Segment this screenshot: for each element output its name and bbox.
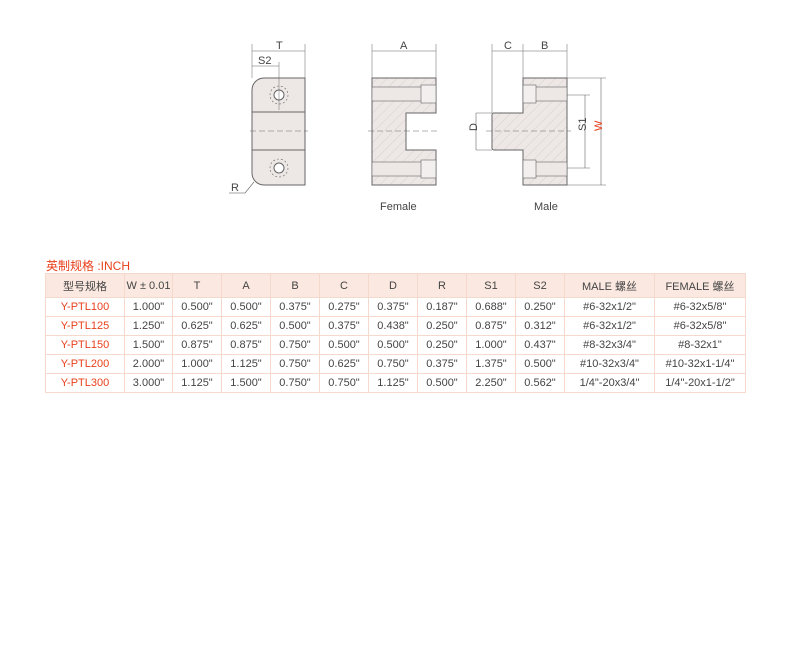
- table-cell: 1.125": [368, 373, 418, 393]
- table-cell: 1/4"-20x3/4": [564, 373, 655, 393]
- table-cell: 0.375": [319, 316, 369, 336]
- caption-male: Male: [534, 201, 558, 213]
- label-s2: S2: [258, 55, 271, 67]
- table-cell: 1.000": [466, 335, 516, 355]
- label-d: D: [468, 123, 480, 131]
- label-a: A: [400, 40, 408, 52]
- column-header: T: [172, 273, 222, 298]
- label-t: T: [276, 40, 283, 52]
- table-cell: 0.688": [466, 297, 516, 317]
- column-header: MALE 螺丝: [564, 273, 655, 298]
- female-view: [368, 44, 440, 186]
- table-cell: 2.250": [466, 373, 516, 393]
- table-cell: #8-32x1": [654, 335, 746, 355]
- table-cell: 1.375": [466, 354, 516, 374]
- column-header: S2: [515, 273, 565, 298]
- table-cell: 1.000": [172, 354, 222, 374]
- table-cell: 0.187": [417, 297, 467, 317]
- table-cell: #6-32x1/2": [564, 316, 655, 336]
- table-cell: 0.437": [515, 335, 565, 355]
- table-cell: 0.625": [221, 316, 271, 336]
- table-cell: #6-32x5/8": [654, 316, 746, 336]
- table-cell: 2.000": [124, 354, 173, 374]
- column-header: W ± 0.01: [124, 273, 173, 298]
- table-cell: 0.438": [368, 316, 418, 336]
- label-w: W: [593, 120, 605, 131]
- column-header: 型号规格: [45, 273, 125, 298]
- column-header: B: [270, 273, 320, 298]
- table-cell: 0.275": [319, 297, 369, 317]
- table-cell: 0.625": [319, 354, 369, 374]
- table-cell: 0.875": [172, 335, 222, 355]
- column-header: C: [319, 273, 369, 298]
- table-cell: #6-32x1/2": [564, 297, 655, 317]
- caption-female: Female: [380, 201, 417, 213]
- table-cell: 0.500": [417, 373, 467, 393]
- model-cell: Y-PTL150: [45, 335, 125, 355]
- table-cell: 0.750": [270, 354, 320, 374]
- male-view: [475, 44, 606, 186]
- table-cell: 0.375": [368, 297, 418, 317]
- column-header: S1: [466, 273, 516, 298]
- table-cell: 0.875": [466, 316, 516, 336]
- technical-drawing: T S2 R A Female C B D S1: [229, 40, 606, 213]
- table-cell: 0.375": [270, 297, 320, 317]
- table-cell: 0.500": [221, 297, 271, 317]
- table-cell: 0.875": [221, 335, 271, 355]
- table-cell: 1.125": [221, 354, 271, 374]
- model-cell: Y-PTL300: [45, 373, 125, 393]
- spec-title: 英制规格 :INCH: [46, 259, 131, 273]
- label-c: C: [504, 40, 512, 52]
- table-cell: 0.250": [417, 335, 467, 355]
- table-cell: 0.500": [319, 335, 369, 355]
- table-cell: 1.125": [172, 373, 222, 393]
- table-cell: 0.500": [172, 297, 222, 317]
- table-cell: #6-32x5/8": [654, 297, 746, 317]
- model-cell: Y-PTL100: [45, 297, 125, 317]
- table-cell: 0.250": [515, 297, 565, 317]
- column-header: A: [221, 273, 271, 298]
- side-view: [229, 44, 308, 194]
- table-cell: 0.750": [319, 373, 369, 393]
- model-cell: Y-PTL125: [45, 316, 125, 336]
- table-cell: 0.312": [515, 316, 565, 336]
- label-s1: S1: [577, 118, 589, 131]
- table-cell: 0.750": [270, 335, 320, 355]
- table-cell: 0.500": [270, 316, 320, 336]
- table-cell: 0.750": [270, 373, 320, 393]
- column-header: D: [368, 273, 418, 298]
- table-cell: 1.500": [124, 335, 173, 355]
- label-r: R: [231, 182, 239, 194]
- label-b: B: [541, 40, 548, 52]
- column-header: R: [417, 273, 467, 298]
- table-cell: #10-32x1-1/4": [654, 354, 746, 374]
- table-cell: 0.500": [515, 354, 565, 374]
- table-cell: 3.000": [124, 373, 173, 393]
- table-cell: #8-32x3/4": [564, 335, 655, 355]
- table-cell: #10-32x3/4": [564, 354, 655, 374]
- table-cell: 0.625": [172, 316, 222, 336]
- table-cell: 0.375": [417, 354, 467, 374]
- table-cell: 1.500": [221, 373, 271, 393]
- table-cell: 1/4"-20x1-1/2": [654, 373, 746, 393]
- table-cell: 0.250": [417, 316, 467, 336]
- table-cell: 1.250": [124, 316, 173, 336]
- table-cell: 0.562": [515, 373, 565, 393]
- table-cell: 0.750": [368, 354, 418, 374]
- column-header: FEMALE 螺丝: [654, 273, 746, 298]
- model-cell: Y-PTL200: [45, 354, 125, 374]
- table-cell: 1.000": [124, 297, 173, 317]
- table-cell: 0.500": [368, 335, 418, 355]
